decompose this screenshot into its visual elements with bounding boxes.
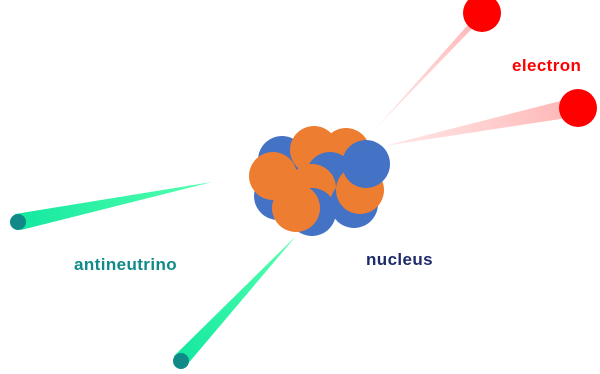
electron-label: electron xyxy=(512,56,582,75)
antineutrino-particle xyxy=(10,214,26,230)
electron-trail xyxy=(376,10,490,128)
neutron xyxy=(342,140,390,188)
electron-particle xyxy=(559,89,597,127)
electron-particle xyxy=(463,0,501,32)
antineutrino-trail xyxy=(174,236,296,366)
electron-trail xyxy=(384,98,580,146)
antineutrino-particle xyxy=(173,353,189,369)
nucleus xyxy=(249,126,390,236)
proton xyxy=(272,184,320,232)
nucleus-label: nucleus xyxy=(366,250,434,269)
antineutrino-label: antineutrino xyxy=(74,255,178,274)
antineutrino-trail xyxy=(15,182,212,230)
